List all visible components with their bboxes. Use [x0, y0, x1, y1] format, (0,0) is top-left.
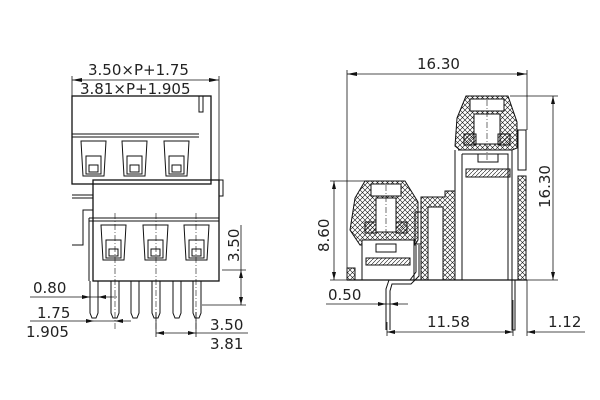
pin-width-dimension: 0.80	[30, 279, 117, 299]
upper-block	[71, 95, 212, 185]
side-view: 16.30	[315, 55, 585, 336]
front-view: 3.50×P+1.75 3.81×P+1.905	[26, 61, 248, 353]
pins	[89, 281, 202, 319]
height-dimension: 3.50	[202, 225, 246, 306]
pitch-label-1: 3.50	[210, 316, 243, 334]
overall-height-label: 16.30	[536, 165, 554, 208]
upper-terminal	[80, 140, 107, 177]
lower-terminal	[142, 224, 169, 261]
pin-offset-label-2: 1.905	[26, 323, 69, 341]
overall-width-label: 16.30	[417, 55, 460, 73]
pin-offset-label-1: 1.75	[37, 304, 70, 322]
pin-thickness-dimension: 0.50	[326, 286, 408, 306]
pitch-dimension: 3.50 3.81	[155, 312, 248, 353]
pin-spacing-dimension: 11.58	[386, 280, 528, 336]
height-label: 3.50	[225, 229, 243, 262]
short-housing	[346, 180, 422, 281]
upper-terminal	[163, 140, 190, 177]
pin-offset-dimension: 1.75 1.905	[26, 304, 131, 341]
width-formula-1: 3.50×P+1.75	[88, 61, 189, 79]
width-formula-2: 3.81×P+1.905	[80, 80, 191, 98]
pitch-label-2: 3.81	[210, 335, 243, 353]
overall-height-dimension: 16.30	[510, 95, 558, 281]
upper-terminal	[121, 140, 148, 177]
edge-offset-label: 1.12	[548, 313, 581, 331]
pin-spacing-label: 11.58	[427, 313, 470, 331]
lower-terminal	[100, 224, 127, 261]
edge-offset-dimension: 1.12	[527, 313, 585, 334]
lower-height-label: 8.60	[315, 219, 333, 252]
overall-width-dimension: 16.30	[346, 55, 528, 280]
lower-block	[88, 179, 224, 330]
pin-thickness-label: 0.50	[328, 286, 361, 304]
pin-width-label: 0.80	[33, 279, 66, 297]
tall-housing	[454, 95, 527, 281]
lower-terminal	[183, 224, 210, 261]
lower-height-dimension: 8.60	[315, 180, 366, 281]
middle-wall	[420, 190, 456, 281]
width-dimension: 3.50×P+1.75 3.81×P+1.905	[71, 61, 220, 180]
